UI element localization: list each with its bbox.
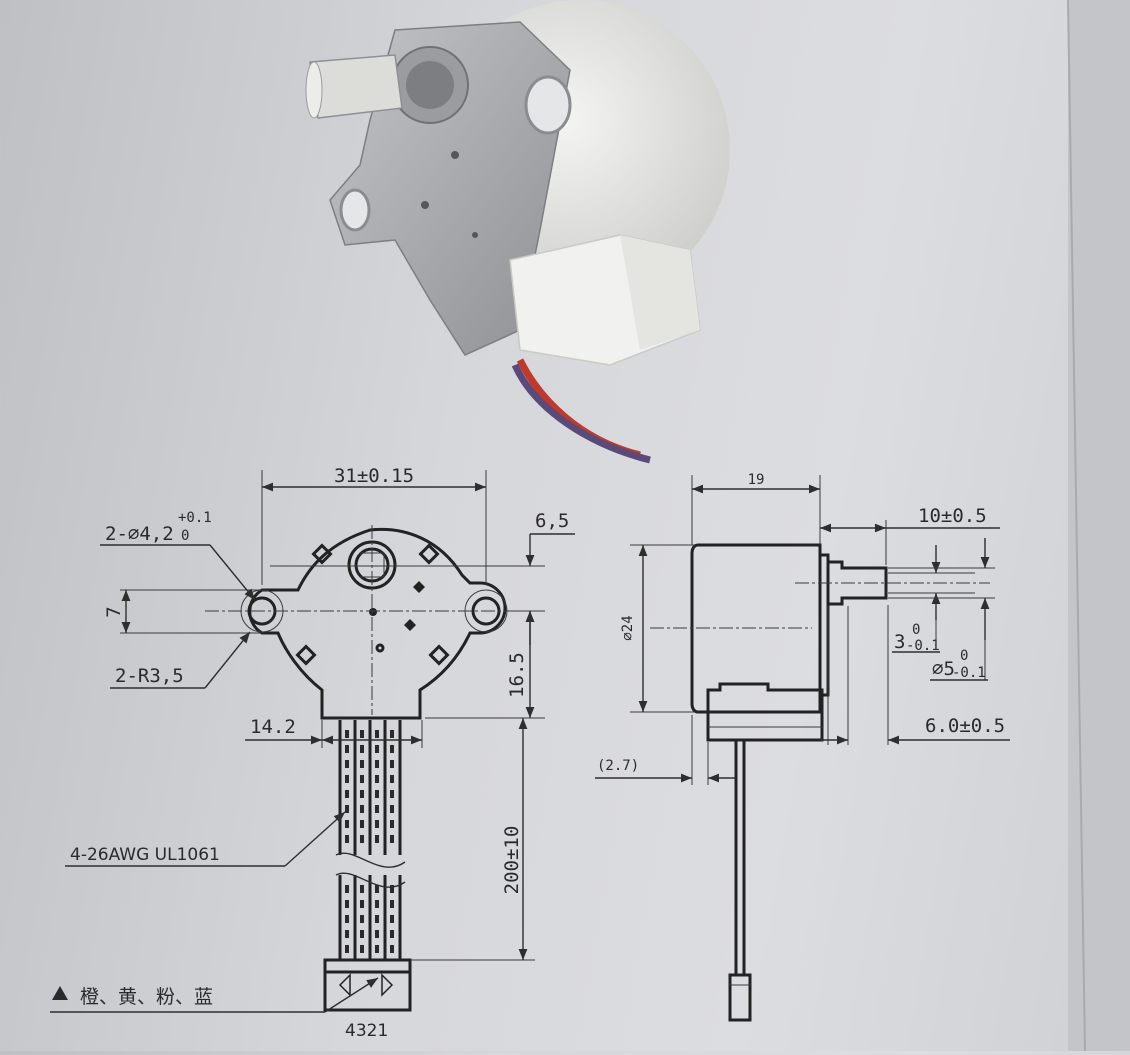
wire-bundle <box>335 720 406 960</box>
side-wire <box>734 740 746 975</box>
wire-housing-side <box>620 235 700 350</box>
connector <box>323 958 412 1012</box>
height-dim-label: 16.5 <box>506 652 528 698</box>
offset-dim-label: 6,5 <box>535 510 569 532</box>
side-body-outline <box>690 543 822 714</box>
boss-dim-label: 6.0±0.5 <box>925 715 1005 737</box>
diameter-dim-label: ⌀24 <box>620 615 636 640</box>
wire-spec-label: 4-26AWG UL1061 <box>70 845 220 865</box>
shaft-tol-zero: 0 <box>960 648 968 664</box>
warning-icon <box>52 986 68 1000</box>
shaft-end <box>305 61 323 119</box>
hole-tol-zero: 0 <box>181 528 189 544</box>
side-view-drawing: 19 10±0.5 ⌀24 3 0 -0.1 ⌀5 0 -0.1 <box>595 472 1010 1022</box>
shaft-dia-label: ⌀5 <box>932 658 955 680</box>
depth-dim-label: 19 <box>748 472 765 488</box>
shaft-tol-minus: -0.1 <box>952 665 986 681</box>
connector-latch <box>338 973 394 997</box>
purple-wire <box>511 363 651 464</box>
front-body-outline <box>248 527 507 720</box>
flat-tol-minus: -0.1 <box>906 638 940 654</box>
gap-dim-label: (2.7) <box>597 758 639 774</box>
hole-dim-label: 2-⌀4,2 <box>105 523 174 545</box>
hole-tol-plus: +0.1 <box>178 510 212 526</box>
width-dim-label: 31±0.15 <box>334 465 414 487</box>
screw <box>472 232 478 238</box>
side-shaft <box>828 560 888 606</box>
flat-dim-label: 3 <box>894 631 905 653</box>
screw <box>421 201 429 209</box>
mounting-ear-hole-right <box>524 75 572 135</box>
bearing <box>406 61 454 109</box>
motor-shaft <box>309 54 403 119</box>
front-view-drawing: 31±0.15 2-⌀4,2 +0.1 0 7 2-R3,5 6,5 16.5 … <box>50 465 575 1041</box>
shaft-length-label: 10±0.5 <box>918 505 987 527</box>
leader-line <box>324 977 379 1013</box>
wire-colors-label: 橙、黄、粉、蓝 <box>80 986 213 1008</box>
page-fold-line <box>1067 0 1086 1052</box>
leader-line <box>209 544 256 601</box>
hole-spacing-label: 7 <box>103 606 125 617</box>
center-dot <box>369 608 377 616</box>
flat-tol-zero: 0 <box>912 622 920 638</box>
motor-photo <box>305 0 730 464</box>
red-wire <box>516 358 641 459</box>
rivet <box>418 543 440 565</box>
radius-dim-label: 2-R3,5 <box>115 665 184 687</box>
wire-width-label: 14.2 <box>250 716 296 738</box>
page-edge <box>1068 0 1130 1051</box>
leader-line <box>204 631 251 689</box>
side-plate <box>818 553 830 697</box>
mounting-ear-hole-left <box>339 188 371 232</box>
side-wire-housing <box>706 682 824 742</box>
rivet <box>428 644 450 666</box>
connector-pins-label: 4321 <box>345 1021 388 1041</box>
small-hole <box>375 643 385 653</box>
leader-line <box>284 811 346 867</box>
rivet <box>311 543 333 565</box>
screw <box>451 151 459 159</box>
side-plug <box>728 973 752 1022</box>
rivet <box>295 644 317 666</box>
small-marks <box>404 581 425 631</box>
wire-length-label: 200±10 <box>501 826 523 895</box>
